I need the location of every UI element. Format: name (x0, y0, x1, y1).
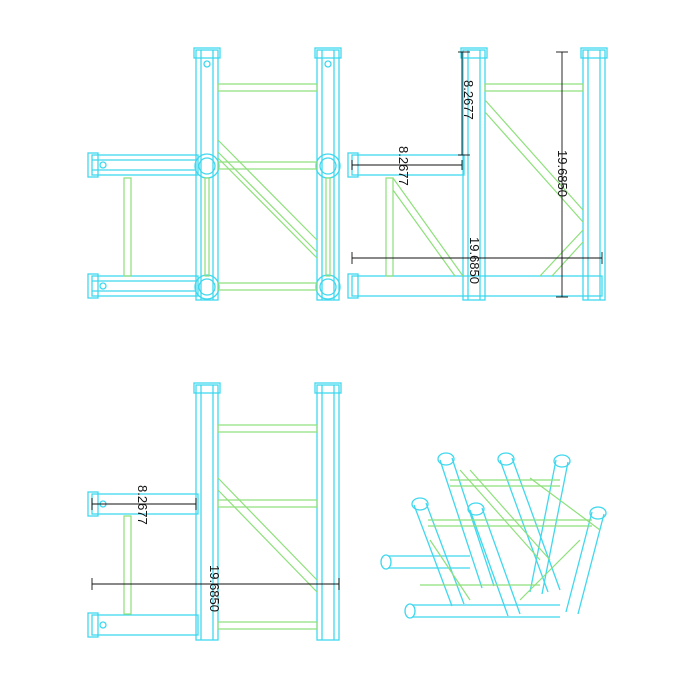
front-dim-long-horizontal: 19.6850 (467, 237, 482, 284)
front-view-dimensions: 8.2677 8.2677 19.6850 19.6850 (351, 51, 603, 298)
isometric-braces (420, 469, 601, 601)
top-view-joints (194, 153, 341, 300)
side-view-chords (87, 382, 342, 641)
isometric-view (380, 452, 607, 619)
top-view (87, 47, 342, 301)
front-view: 8.2677 8.2677 19.6850 19.6850 (347, 47, 608, 301)
side-view-dimensions: 8.2677 19.6850 (91, 485, 340, 612)
side-dim-long: 19.6850 (207, 565, 222, 612)
top-view-braces (123, 83, 331, 291)
side-view: 8.2677 19.6850 (87, 382, 342, 641)
top-view-chords (87, 47, 342, 301)
side-view-braces (123, 424, 318, 630)
isometric-chords (380, 452, 607, 619)
front-view-braces (385, 83, 584, 277)
front-dim-short-horizontal: 8.2677 (396, 146, 411, 186)
front-dim-long-vertical: 19.6850 (555, 150, 570, 197)
front-dim-short-vertical: 8.2677 (461, 80, 476, 120)
side-dim-short: 8.2677 (135, 485, 150, 525)
